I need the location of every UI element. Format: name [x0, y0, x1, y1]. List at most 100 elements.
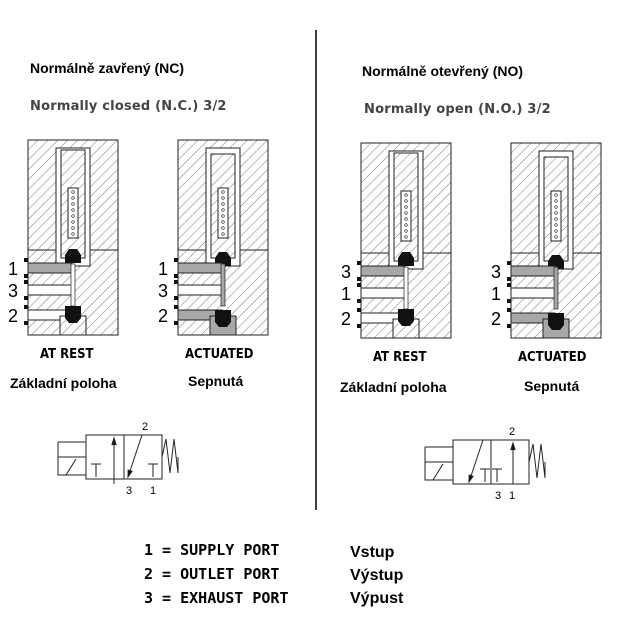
solenoid: [57, 441, 86, 476]
port-channel: [510, 287, 556, 299]
nc-title: Normálně zavřený (NC): [30, 60, 185, 76]
spring-coil: [404, 229, 408, 233]
valve-stem: [220, 263, 226, 307]
spring-coil: [221, 220, 225, 224]
port-fitting: [174, 305, 178, 309]
port-channel: [27, 284, 73, 296]
port-number: 2: [491, 309, 501, 329]
spring-coil: [404, 217, 408, 221]
port-fitting: [357, 299, 361, 303]
blocked-port: [480, 468, 490, 482]
no-rest-label: AT REST: [373, 350, 427, 365]
port-fitting: [174, 321, 178, 325]
left-box: [85, 434, 125, 480]
nc-subtitle: Normally closed (N.C.) 3/2: [30, 99, 227, 114]
port-number: 2: [341, 309, 351, 329]
port-number: 1: [8, 259, 18, 279]
port-number: 3: [491, 262, 501, 282]
port-fitting: [507, 324, 511, 328]
spring-coil: [71, 202, 75, 206]
no-actuated-valve: 31 2: [491, 142, 602, 339]
solenoid-slash: [65, 458, 77, 476]
port-fitting: [174, 258, 178, 262]
spring: [550, 190, 562, 242]
flow-arrow: [468, 474, 474, 484]
no-subtitle: Normally open (N.O.) 3/2: [364, 102, 551, 117]
port-fitting: [24, 274, 28, 278]
port-number: 3: [8, 281, 18, 301]
flow-line: [468, 439, 484, 483]
spring-coil: [221, 208, 225, 212]
symbol-port-label: 2: [509, 426, 515, 438]
upper-seal: [398, 252, 414, 266]
port-number: 1: [158, 259, 168, 279]
port-number: 1: [341, 284, 351, 304]
port-fitting: [174, 280, 178, 284]
port-number: 2: [158, 306, 168, 326]
flow-line: [127, 434, 143, 478]
port-fitting: [174, 296, 178, 300]
symbol-port-label: 1: [150, 485, 156, 497]
spring-symbol: [161, 438, 179, 474]
port-fitting: [357, 324, 361, 328]
port-fitting: [24, 305, 28, 309]
spring-coil: [404, 211, 408, 215]
spring-coil: [404, 223, 408, 227]
port-channel: [27, 262, 73, 274]
port-number: 1: [491, 284, 501, 304]
port-fitting: [507, 283, 511, 287]
spring-coil: [71, 232, 75, 236]
lower-seal: [215, 310, 231, 327]
port-fitting: [24, 280, 28, 284]
spring-coil: [221, 232, 225, 236]
lower-seal: [548, 313, 564, 330]
valve-stem: [553, 266, 559, 310]
port-fitting: [24, 258, 28, 262]
spring-coil: [404, 205, 408, 209]
symbol-port-label: 3: [126, 485, 132, 497]
spring-coil: [221, 226, 225, 230]
no-title: Normálně otevřený (NO): [362, 63, 524, 79]
nc-rest-valve: 13 2: [8, 139, 119, 336]
flow-arrow: [111, 436, 117, 446]
spring-coil: [71, 220, 75, 224]
no-rest-cz: Základní poloha: [340, 379, 447, 395]
no-actuated-cz: Sepnutá: [524, 378, 580, 394]
spring: [400, 190, 412, 242]
solenoid: [424, 446, 453, 481]
nc-rest-cz: Základní poloha: [10, 375, 117, 391]
port-fitting: [507, 308, 511, 312]
spring-coil: [71, 196, 75, 200]
port-fitting: [24, 296, 28, 300]
port-fitting: [507, 299, 511, 303]
spring: [67, 187, 79, 239]
blocked-port: [148, 463, 158, 477]
spring-coil: [554, 211, 558, 215]
blocked-port: [91, 463, 101, 477]
spring-coil: [71, 214, 75, 218]
port-fitting: [174, 274, 178, 278]
legend-outlet-cz: Výstup: [350, 567, 404, 584]
flow-arrow: [510, 441, 516, 451]
lower-seal: [398, 309, 414, 326]
spring-coil: [71, 208, 75, 212]
nc-rest-label: AT REST: [40, 347, 94, 362]
port-fitting: [357, 277, 361, 281]
spring-coil: [554, 235, 558, 239]
spring-coil: [221, 214, 225, 218]
port-channel: [360, 287, 406, 299]
port-channel: [510, 265, 556, 277]
spring-coil: [554, 217, 558, 221]
spring-coil: [404, 199, 408, 203]
legend-supply-cz: Vstup: [350, 544, 395, 561]
spring-symbol: [528, 443, 546, 479]
port-number: 2: [8, 306, 18, 326]
spring: [217, 187, 229, 239]
spring-coil: [554, 193, 558, 197]
flow-arrow: [127, 469, 133, 479]
spring-coil: [221, 202, 225, 206]
lower-seal: [65, 306, 81, 323]
